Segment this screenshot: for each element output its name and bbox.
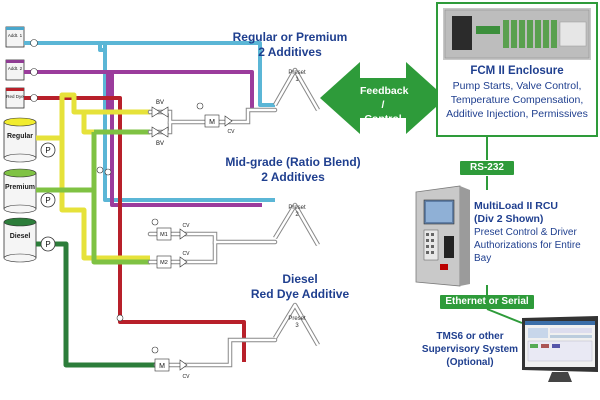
control-valve-label: CV <box>183 223 191 229</box>
group-midgrade-heading: Mid-grade (Ratio Blend) 2 Additives <box>218 155 368 185</box>
group-premium-title: Regular or Premium <box>232 30 348 44</box>
rcu-title-2: (Div 2 Shown) <box>474 213 544 225</box>
preset-3-word: Preset <box>288 316 306 322</box>
preset-2-word: Preset <box>288 205 306 211</box>
group-diesel-heading: Diesel Red Dye Additive <box>240 272 360 302</box>
meter-label: M <box>209 119 215 126</box>
pipe-additive-1 <box>24 41 275 107</box>
tms-line-1: TMS6 or other <box>436 331 504 342</box>
feedback-line-2: Control <box>364 113 402 125</box>
diesel-tank-label: Diesel <box>9 233 31 240</box>
feedback-line-1: Feedback / <box>360 85 409 111</box>
additive-tank-1 <box>5 26 25 48</box>
multiload-rcu-device <box>415 185 470 287</box>
pump-regular: P <box>40 142 56 158</box>
meter-preset-1: M CV <box>204 114 236 135</box>
rcu-title-1: MultiLoad II RCU <box>474 200 558 212</box>
red-dye-tank-label: Red Dye <box>6 94 24 99</box>
regular-tank <box>3 117 37 163</box>
block-valve-2: BV <box>151 126 169 147</box>
group-midgrade-subtitle: 2 Additives <box>261 170 325 184</box>
additive-pump-3 <box>30 94 38 102</box>
fcm-line-3: Additive Injection, Permissives <box>446 108 588 120</box>
preset-3-label: Preset 3 <box>282 316 312 330</box>
preset-1-number: 1 <box>295 77 299 83</box>
block-valve-label: BV <box>156 141 164 147</box>
group-diesel-title: Diesel <box>282 272 318 286</box>
preset-1-word: Preset <box>288 70 306 76</box>
meter-label: M2 <box>160 260 168 266</box>
fcm-enclosure-photo <box>443 8 591 60</box>
block-valve-label: BV <box>156 100 164 106</box>
meter-m1: M1 CV <box>156 223 191 241</box>
group-diesel-subtitle: Red Dye Additive <box>250 287 350 301</box>
preset-1-label: Preset 1 <box>282 70 312 84</box>
block-valve-1: BV <box>151 100 169 118</box>
pipe-premium <box>36 129 150 265</box>
pump-label: P <box>45 146 50 155</box>
premium-tank <box>3 168 37 214</box>
group-premium-subtitle: 2 Additives <box>258 45 322 59</box>
meter-m2: M2 CV <box>156 251 191 269</box>
additive-pump-1 <box>30 39 38 47</box>
rcu-line-2: Authorizations for Entire <box>474 240 581 251</box>
additive-tank-2-label: Addt. 2 <box>7 66 23 71</box>
pump-label: P <box>45 196 50 205</box>
pipe-additive-2 <box>24 70 254 110</box>
tms-line-3: (Optional) <box>446 357 494 368</box>
group-premium-heading: Regular or Premium 2 Additives <box>225 30 355 60</box>
feedback-control-arrow <box>320 62 446 134</box>
ethernet-serial-tag: Ethernet or Serial <box>440 295 534 309</box>
preset-2-number: 2 <box>295 212 299 218</box>
fcm-line-1: Pump Starts, Valve Control, <box>452 80 582 92</box>
tms-text: TMS6 or other Supervisory System (Option… <box>420 330 520 369</box>
control-valve-label: CV <box>183 251 191 257</box>
meter-preset-3: M CV <box>154 358 191 380</box>
pump-diesel: P <box>40 236 56 252</box>
additive-tank-1-label: Addt. 1 <box>7 33 23 38</box>
diesel-tank <box>3 217 37 263</box>
group-midgrade-title: Mid-grade (Ratio Blend) <box>225 155 361 169</box>
fcm-line-2: Temperature Compensation, <box>450 94 584 106</box>
pump-premium: P <box>40 192 56 208</box>
additive-pump-2 <box>30 68 38 76</box>
rcu-text: MultiLoad II RCU (Div 2 Shown) Preset Co… <box>474 200 600 265</box>
meter-label: M <box>159 363 165 370</box>
control-valve-label: CV <box>228 129 236 135</box>
preset-3-number: 3 <box>295 323 299 329</box>
control-valve-label: CV <box>183 374 191 380</box>
pipe-regular <box>36 92 150 172</box>
tms-line-2: Supervisory System <box>421 344 519 355</box>
feedback-control-label: Feedback / Control <box>360 84 409 126</box>
tms-monitor <box>522 316 598 382</box>
fcm-text: FCM II Enclosure Pump Starts, Valve Cont… <box>440 64 594 121</box>
rs232-tag: RS-232 <box>460 161 514 175</box>
rcu-line-3: Bay <box>474 253 492 264</box>
regular-tank-label: Regular <box>6 133 34 140</box>
meter-label: M1 <box>160 232 168 238</box>
pipe-red-dye <box>24 96 246 362</box>
preset-2-label: Preset 2 <box>282 205 312 219</box>
rcu-line-1: Preset Control & Driver <box>474 227 577 238</box>
fcm-title: FCM II Enclosure <box>470 65 564 77</box>
pump-label: P <box>45 240 50 249</box>
premium-tank-label: Premium <box>5 184 35 191</box>
